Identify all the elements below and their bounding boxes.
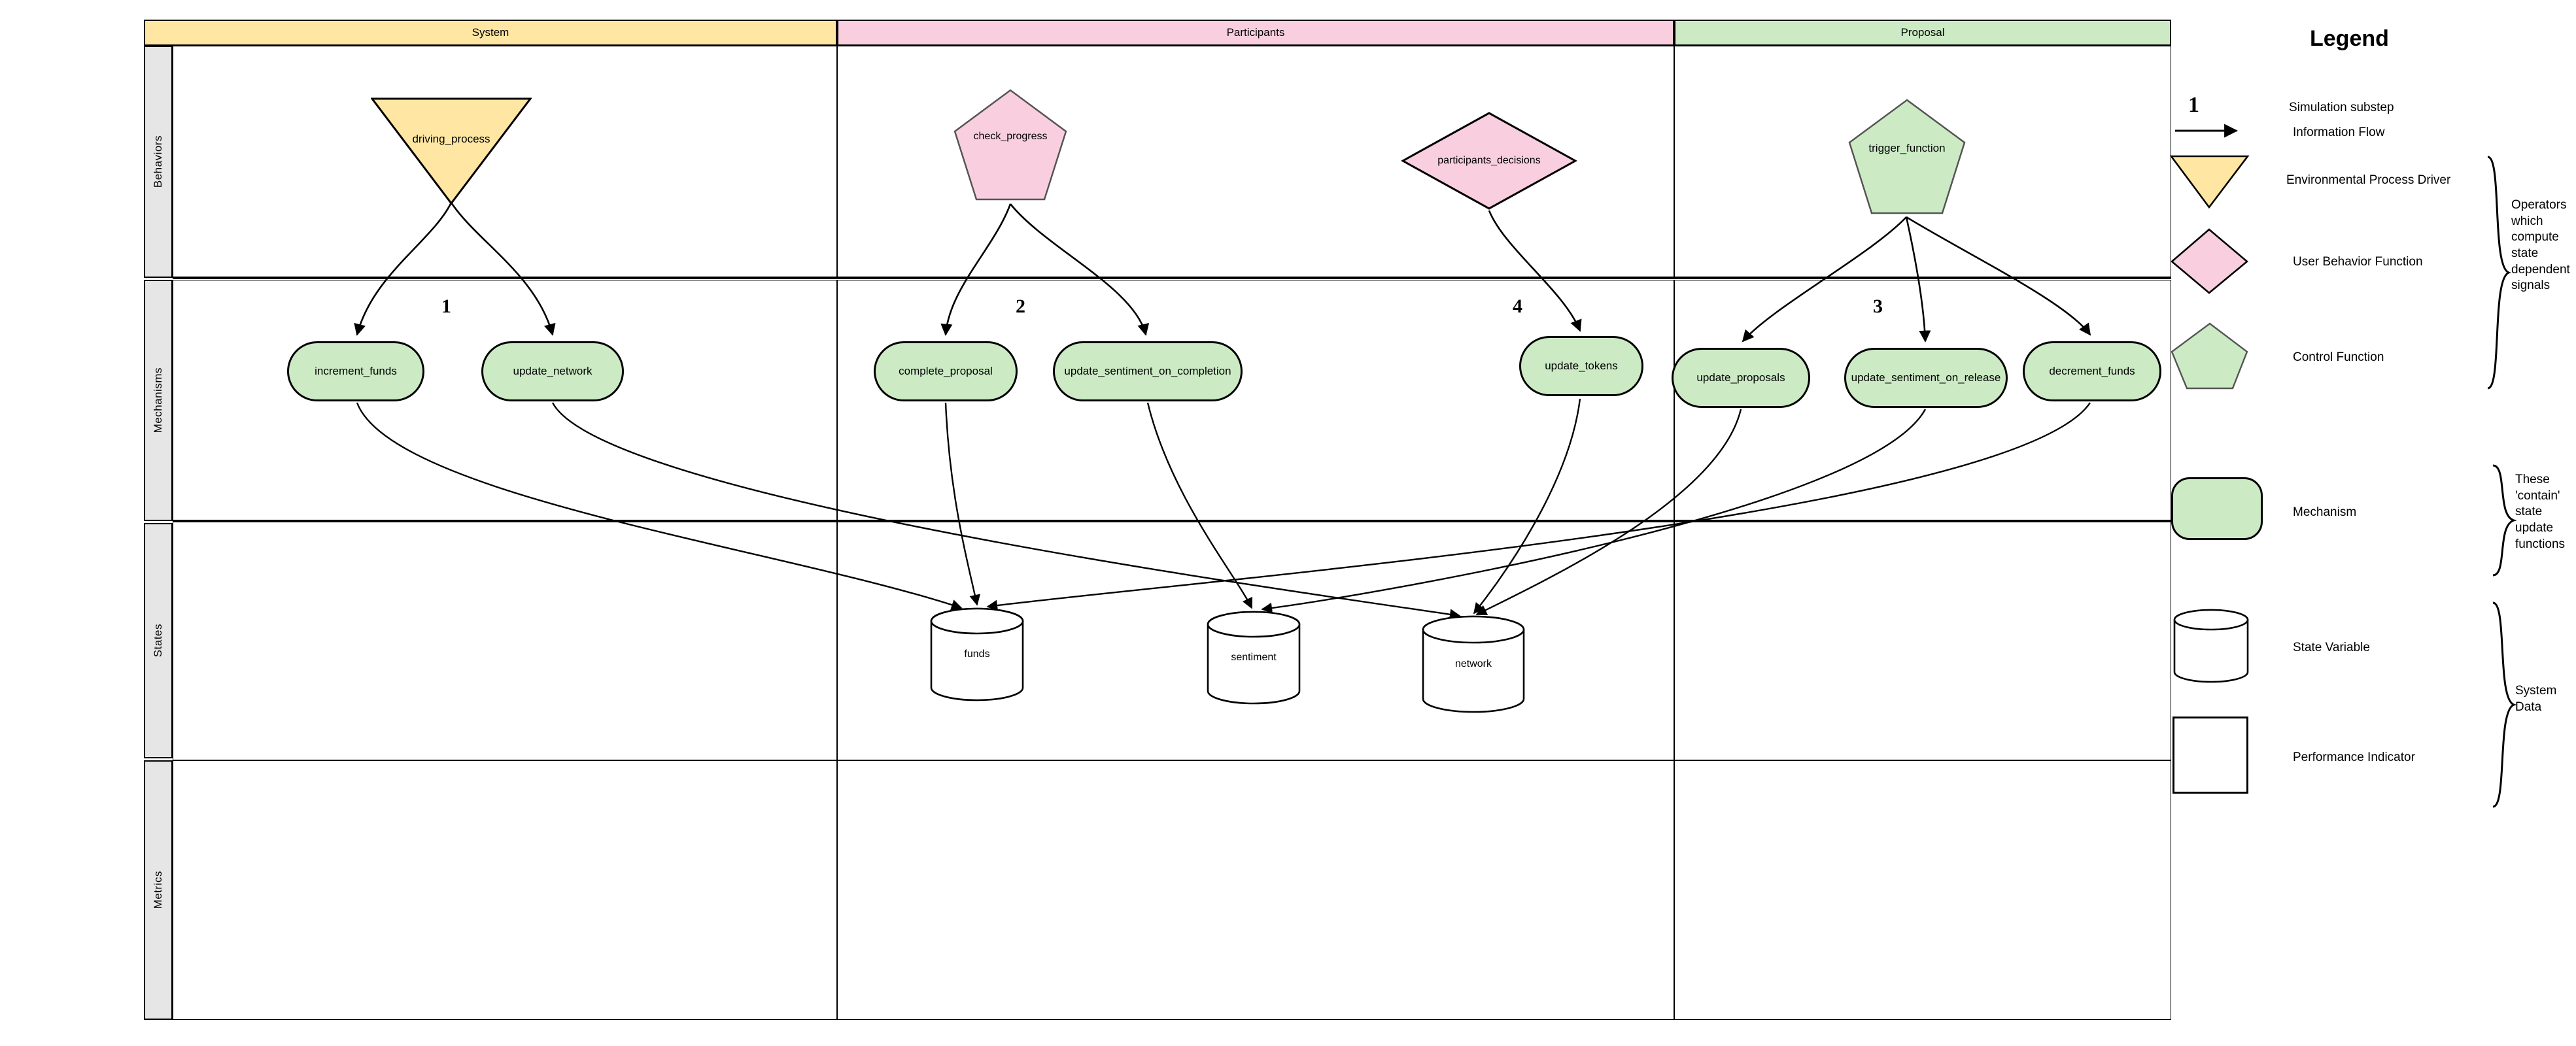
row-divider-mechanisms-states	[173, 520, 2171, 522]
column-header-participants: Participants	[837, 20, 1674, 46]
legend-symbol-rectangle-icon	[2172, 717, 2248, 794]
legend-symbol-substep-number: 1	[2188, 93, 2199, 117]
substep-number-2: 2	[1016, 295, 1025, 317]
mechanism-node-update_sentiment_on_completion[interactable]: update_sentiment_on_completion	[1053, 341, 1243, 401]
legend-brace-mechanism-note	[2492, 464, 2516, 577]
row-label-states: States	[144, 523, 173, 758]
cell-metrics-proposal	[1674, 760, 2171, 1020]
legend-label-mechanism: Mechanism	[2293, 505, 2357, 519]
mechanism-node-update_sentiment_on_release[interactable]: update_sentiment_on_release	[1844, 348, 2008, 408]
row-label-behaviors: Behaviors	[144, 46, 173, 278]
behavior-label-driving_process: driving_process	[412, 132, 490, 145]
cell-states-proposal	[1674, 521, 2171, 760]
legend-label-information-flow: Information Flow	[2293, 126, 2385, 139]
cell-states-system	[173, 521, 837, 760]
legend-panel: Legend 1 Simulation substep Information …	[2158, 13, 2576, 808]
behavior-node-trigger_function[interactable]: trigger_function	[1847, 98, 1966, 217]
mechanism-node-complete_proposal[interactable]: complete_proposal	[874, 341, 1018, 401]
legend-symbol-triangle-icon	[2170, 155, 2250, 209]
state-node-network[interactable]: network	[1421, 615, 1526, 714]
legend-symbol-pentagon-icon	[2171, 322, 2248, 390]
state-node-sentiment[interactable]: sentiment	[1206, 610, 1301, 705]
legend-title: Legend	[2310, 26, 2389, 51]
column-header-proposal-label: Proposal	[1900, 26, 1945, 39]
legend-symbol-arrow-icon	[2175, 124, 2239, 138]
legend-symbol-cylinder-icon	[2173, 609, 2249, 683]
legend-label-state-variable: State Variable	[2293, 641, 2370, 654]
mechanism-node-decrement_funds[interactable]: decrement_funds	[2023, 341, 2161, 401]
mechanism-label-increment_funds: increment_funds	[315, 364, 397, 377]
mechanism-node-update_proposals[interactable]: update_proposals	[1672, 348, 1810, 408]
state-label-funds: funds	[964, 649, 990, 660]
mechanism-label-update_proposals: update_proposals	[1696, 371, 1785, 384]
column-header-system-label: System	[472, 26, 509, 39]
row-label-metrics: Metrics	[144, 760, 173, 1020]
behavior-label-trigger_function: trigger_function	[1868, 141, 1946, 154]
state-node-funds[interactable]: funds	[929, 607, 1025, 702]
behavior-label-check_progress: check_progress	[973, 131, 1048, 143]
mechanism-node-update_network[interactable]: update_network	[481, 341, 624, 401]
legend-brace-text-mechanism-note: These 'contain' state update functions	[2515, 473, 2566, 551]
legend-label-environmental-process-driver: Environmental Process Driver	[2286, 173, 2451, 187]
mechanism-label-decrement_funds: decrement_funds	[2049, 364, 2135, 377]
row-label-behaviors-text: Behaviors	[152, 135, 164, 188]
column-header-system: System	[144, 20, 837, 46]
legend-label-simulation-substep: Simulation substep	[2289, 101, 2394, 114]
behavior-node-participants_decisions[interactable]: participants_decisions	[1401, 111, 1577, 211]
behavior-node-check_progress[interactable]: check_progress	[953, 88, 1068, 203]
row-label-metrics-text: Metrics	[152, 871, 164, 909]
column-header-proposal: Proposal	[1674, 20, 2171, 46]
mechanism-label-update_sentiment_on_completion: update_sentiment_on_completion	[1064, 364, 1231, 377]
substep-number-3: 3	[1873, 295, 1883, 317]
cell-metrics-system	[173, 760, 837, 1020]
legend-symbol-diamond-icon	[2170, 228, 2249, 294]
legend-label-performance-indicator: Performance Indicator	[2293, 751, 2415, 764]
legend-brace-text-system-data: System Data	[2515, 684, 2557, 714]
row-label-mechanisms: Mechanisms	[144, 280, 173, 521]
legend-symbol-stadium-icon	[2171, 477, 2263, 540]
mechanism-label-update_tokens: update_tokens	[1545, 359, 1618, 372]
legend-brace-operators	[2487, 156, 2511, 390]
behavior-label-participants_decisions: participants_decisions	[1437, 155, 1541, 167]
legend-label-control-function: Control Function	[2293, 350, 2384, 364]
row-label-states-text: States	[152, 624, 164, 658]
cell-metrics-participants	[837, 760, 1674, 1020]
legend-brace-text-operators: Operators which compute state dependent …	[2511, 198, 2570, 293]
mechanism-label-update_network: update_network	[513, 364, 592, 377]
mechanism-label-complete_proposal: complete_proposal	[899, 364, 993, 377]
substep-number-1: 1	[441, 295, 451, 317]
state-label-network: network	[1454, 658, 1492, 670]
mechanism-label-update_sentiment_on_release: update_sentiment_on_release	[1851, 371, 2001, 384]
row-divider-behaviors-mechanisms	[173, 277, 2171, 279]
column-header-participants-label: Participants	[1226, 26, 1285, 39]
mechanism-node-increment_funds[interactable]: increment_funds	[287, 341, 424, 401]
state-label-sentiment: sentiment	[1231, 652, 1277, 664]
mechanism-node-update_tokens[interactable]: update_tokens	[1519, 336, 1643, 396]
legend-label-user-behavior-function: User Behavior Function	[2293, 255, 2423, 269]
legend-brace-system-data	[2492, 601, 2516, 808]
row-label-mechanisms-text: Mechanisms	[152, 367, 164, 433]
behavior-node-driving_process[interactable]: driving_process	[371, 97, 532, 205]
substep-number-4: 4	[1513, 295, 1522, 317]
